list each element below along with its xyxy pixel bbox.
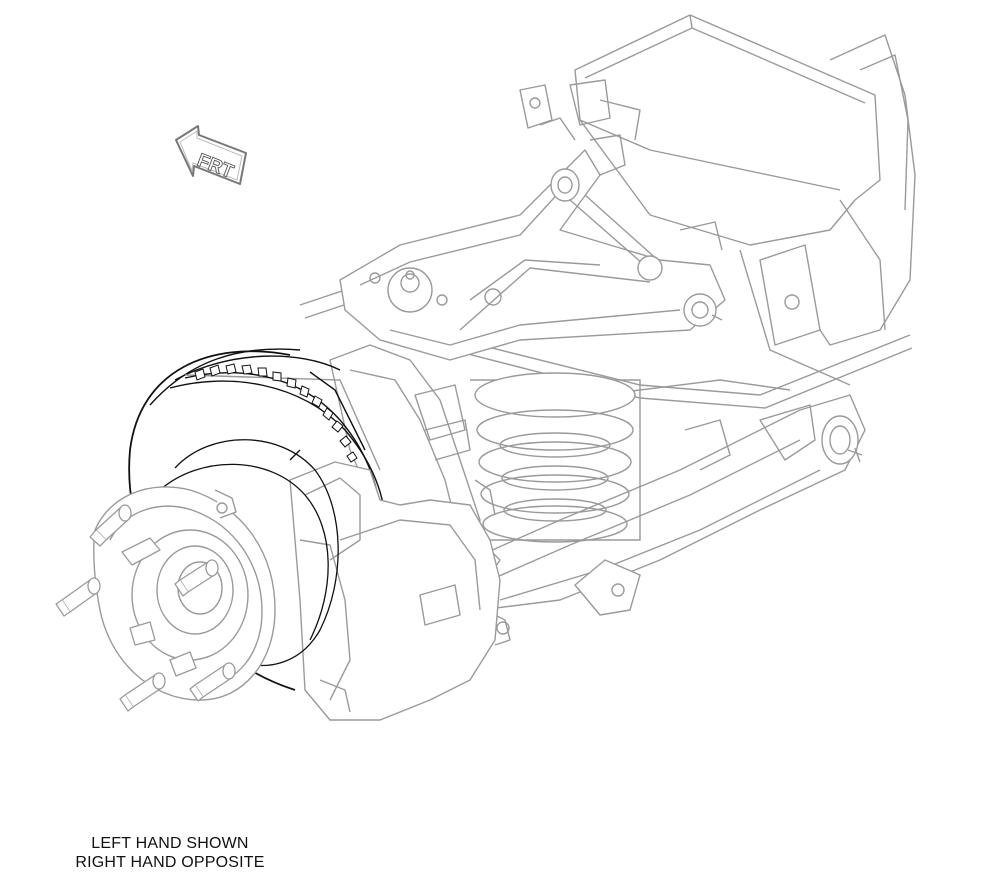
caption-right-hand-opposite: RIGHT HAND OPPOSITE bbox=[75, 854, 265, 871]
wheel-stud bbox=[189, 662, 236, 702]
upper-control-arm bbox=[339, 99, 726, 361]
wheel-stud bbox=[119, 672, 166, 712]
front-direction-arrow-icon: FRT bbox=[175, 125, 247, 185]
brake-caliper bbox=[289, 461, 501, 721]
wheel-stud bbox=[55, 577, 101, 617]
coil-spring bbox=[470, 372, 641, 543]
lower-control-arm bbox=[439, 379, 866, 616]
wheel-stud bbox=[89, 504, 132, 547]
caption-left-hand-shown: LEFT HAND SHOWN bbox=[91, 835, 249, 852]
stabilizer-bar bbox=[299, 289, 913, 409]
frame-crossmember bbox=[519, 14, 916, 386]
wheel-studs bbox=[55, 504, 236, 712]
wheel-stud bbox=[174, 559, 219, 597]
hub-bearing-assembly bbox=[159, 439, 339, 667]
